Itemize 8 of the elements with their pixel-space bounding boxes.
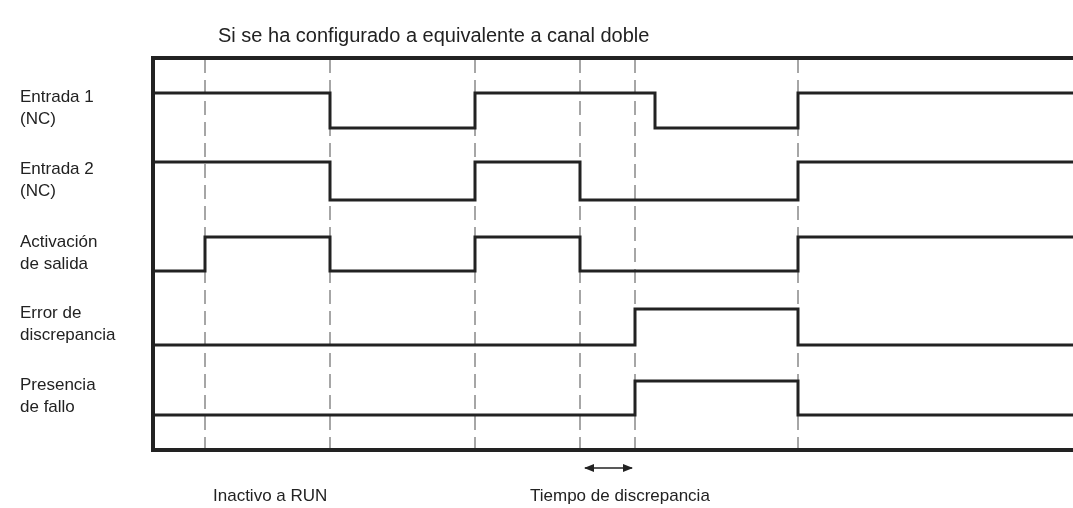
signal-label: Error de discrepancia xyxy=(20,302,117,346)
signal-label: Entrada 1 (NC) xyxy=(20,86,95,130)
timing-label: Tiempo de discrepancia xyxy=(530,485,710,507)
signal-label: Entrada 2 (NC) xyxy=(20,158,95,202)
diagram-title: Si se ha configurado a equivalente a canal doble xyxy=(218,24,650,46)
signal-label: Presencia de fallo xyxy=(20,374,97,418)
signal-label: Activación de salida xyxy=(20,231,99,275)
timing-label: Inactivo a RUN xyxy=(213,485,328,507)
